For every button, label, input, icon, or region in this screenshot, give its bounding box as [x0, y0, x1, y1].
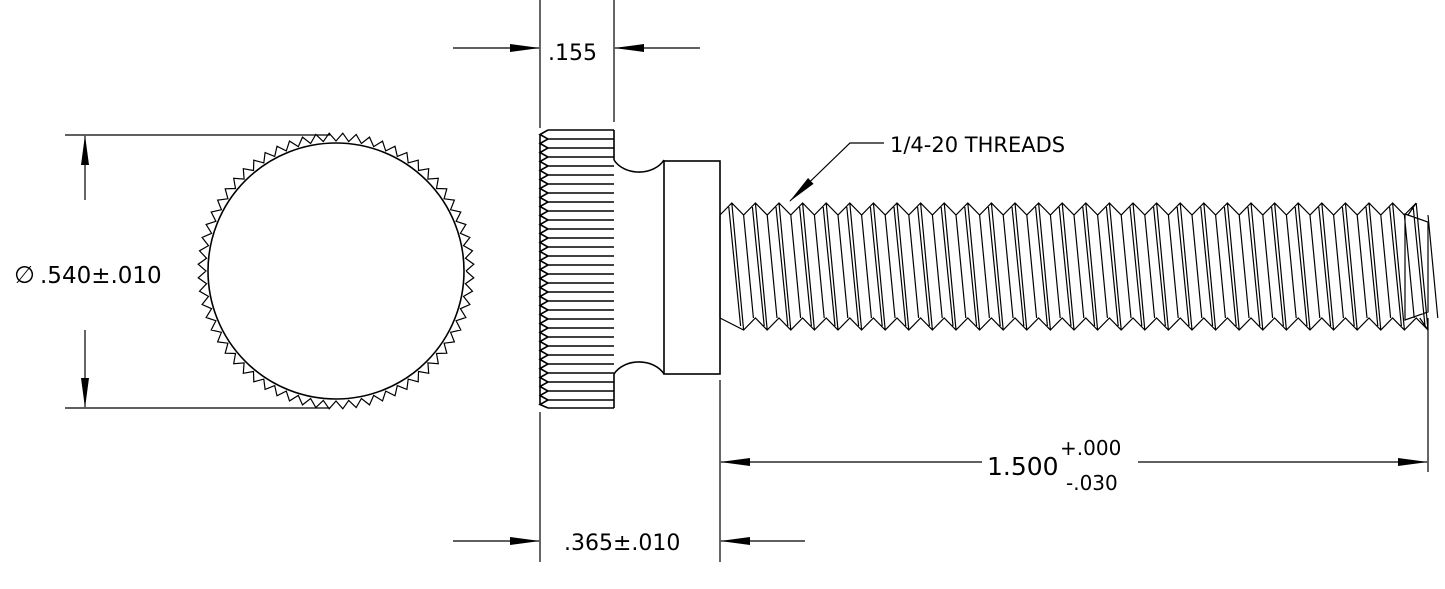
thread-callout-label: 1/4-20 THREADS: [890, 133, 1065, 157]
head-length-label: .365±.010: [564, 531, 680, 556]
diameter-symbol: ∅: [14, 261, 35, 289]
neck-groove: [613, 130, 665, 408]
threaded-shank: [719, 202, 1439, 331]
diameter-dimension-label: .540±.010: [40, 263, 162, 289]
diameter-dimension: ∅ .540±.010: [14, 134, 330, 409]
knurled-head-side: [538, 129, 614, 409]
end-view-knurled-head: [197, 132, 475, 410]
thread-length-tol-plus: +.000: [1060, 436, 1121, 460]
side-view: [538, 129, 1439, 409]
knurl-teeth: [197, 132, 475, 410]
head-length-dimension: .365±.010: [453, 380, 805, 562]
head-width-label: .155: [548, 41, 597, 66]
thread-length-dimension: 1.500 +.000 -.030: [720, 318, 1429, 495]
thread-length-label: 1.500: [987, 452, 1059, 481]
thread-callout: 1/4-20 THREADS: [789, 133, 1065, 202]
thread-length-tol-minus: -.030: [1066, 471, 1118, 495]
inner-circle: [207, 142, 465, 400]
collar: [663, 160, 721, 375]
leader-arrow: [789, 142, 884, 202]
head-width-dimension: .155: [453, 0, 700, 128]
